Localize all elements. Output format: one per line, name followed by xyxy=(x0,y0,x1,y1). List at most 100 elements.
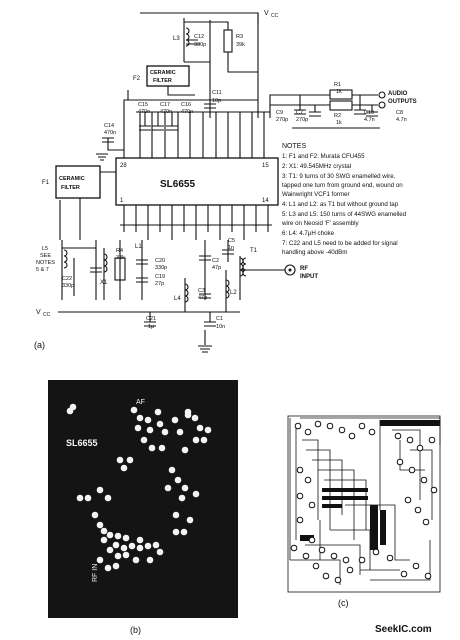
f1-ref: F1 xyxy=(42,180,50,186)
ic-pin-28: 28 xyxy=(120,163,127,169)
pcb-pads xyxy=(290,420,438,584)
ic-name: SL6655 xyxy=(160,179,195,190)
c8-val: 4.7n xyxy=(396,117,407,123)
layout-pad xyxy=(200,436,208,444)
layout-pad xyxy=(122,551,130,559)
f1-label-1: CERAMIC xyxy=(59,176,85,182)
pcb-pad xyxy=(372,548,380,556)
l5-note-2: SEE xyxy=(40,253,51,259)
layout-pad xyxy=(156,420,164,428)
c9-ref: C9 xyxy=(276,110,283,116)
layout-pad xyxy=(100,536,108,544)
t1-label: T1 xyxy=(250,248,258,254)
ic-sl6655-body xyxy=(115,157,279,206)
layout-pad xyxy=(181,484,189,492)
layout-pad xyxy=(120,464,128,472)
ic-pin-15: 15 xyxy=(262,163,269,169)
r4-val: 33k xyxy=(116,255,125,261)
pcb-pad xyxy=(304,428,312,436)
layout-pad xyxy=(184,408,192,416)
c20-val: 330p xyxy=(155,265,167,271)
note-line-10: 7: C22 and L5 need to be added for signa… xyxy=(282,240,398,247)
layout-pad xyxy=(192,436,200,444)
layout-pad xyxy=(134,424,142,432)
pcb-pad xyxy=(368,428,376,436)
pcb-pad xyxy=(396,458,404,466)
pcb-pad xyxy=(420,476,428,484)
layout-pad xyxy=(192,490,200,498)
f2-label-2: FILTER xyxy=(153,78,172,84)
layout-pad xyxy=(69,403,77,411)
ceramic-filter-f1-box xyxy=(55,165,101,199)
c3-ref: C3 xyxy=(198,288,205,294)
note-line-9: 6: L4: 4.7μH choke xyxy=(282,230,335,237)
pcb-pad xyxy=(414,506,422,514)
layout-chip-label: SL6655 xyxy=(66,438,98,448)
c17-val: 470n xyxy=(160,109,172,115)
note-line-8: wire on Neosid 'F' assembly xyxy=(281,220,360,227)
note-line-5: Wainwright VCF1 former xyxy=(282,191,350,198)
note-line-6: 4: L1 and L2: as T1 but without ground t… xyxy=(282,201,399,208)
layout-pad xyxy=(106,531,114,539)
pcb-pad xyxy=(422,518,430,526)
c5-ref: C5 xyxy=(228,238,235,244)
c16-ref: C16 xyxy=(181,102,191,108)
pcb-pad xyxy=(404,496,412,504)
pcb-pad xyxy=(294,422,302,430)
layout-pad xyxy=(136,414,144,422)
c19-val: 27p xyxy=(155,281,164,287)
note-line-2: 2: X1: 49.545MHz crystal xyxy=(282,163,351,170)
pcb-pad xyxy=(322,572,330,580)
ic-pin-1: 1 xyxy=(120,198,124,204)
r4-ref: R4 xyxy=(116,248,123,254)
pcb-artwork-panel: (c) xyxy=(287,415,441,608)
r3-ref: R3 xyxy=(236,34,243,40)
f2-label-1: CERAMIC xyxy=(150,70,176,76)
layout-pad xyxy=(148,444,156,452)
audio-label-1: AUDIO xyxy=(388,91,408,97)
pcb-pad xyxy=(296,466,304,474)
pcb-pad xyxy=(400,570,408,578)
pcb-pad xyxy=(296,516,304,524)
layout-pad xyxy=(164,484,172,492)
layout-pad xyxy=(144,416,152,424)
layout-pad xyxy=(156,548,164,556)
c2-ref: C2 xyxy=(212,258,219,264)
note-line-7: 5: L3 and L5: 150 turns of 44SWG enamell… xyxy=(282,211,407,218)
pcb-pad xyxy=(430,486,438,494)
layout-pad xyxy=(126,456,134,464)
x1-label: X1 xyxy=(100,280,108,286)
caption-a: (a) xyxy=(34,340,45,350)
notes-heading: NOTES xyxy=(282,143,306,150)
c10-ref: C10 xyxy=(364,110,374,116)
pcb-pad xyxy=(330,552,338,560)
vcc-top-sub: CC xyxy=(271,13,279,19)
pcb-pad xyxy=(416,444,424,452)
r2-val: 1k xyxy=(336,120,342,126)
c2-val: 47p xyxy=(212,265,221,271)
layout-pad xyxy=(144,542,152,550)
layout-pad xyxy=(112,541,120,549)
pcb-pad xyxy=(358,422,366,430)
layout-pad xyxy=(128,542,136,550)
layout-pad xyxy=(104,564,112,572)
layout-pad xyxy=(140,436,148,444)
pcb-pad xyxy=(358,556,366,564)
layout-pad xyxy=(180,528,188,536)
pcb-pad xyxy=(342,556,350,564)
layout-pad xyxy=(172,511,180,519)
c11-ref: C11 xyxy=(212,90,222,96)
rf-input-label-2: INPUT xyxy=(300,274,318,280)
vcc-top-label: V xyxy=(264,10,269,17)
layout-pad xyxy=(112,562,120,570)
pcb-traces xyxy=(287,415,441,593)
layout-af-label: AF xyxy=(136,399,145,406)
r1-val: 1k xyxy=(336,89,342,95)
pcb-pad xyxy=(326,422,334,430)
layout-pad xyxy=(152,541,160,549)
schematic-wiring xyxy=(58,12,386,353)
note-line-11: handling above -40dBm xyxy=(282,249,347,256)
c7-val: 270p xyxy=(296,117,308,123)
layout-pad xyxy=(96,521,104,529)
